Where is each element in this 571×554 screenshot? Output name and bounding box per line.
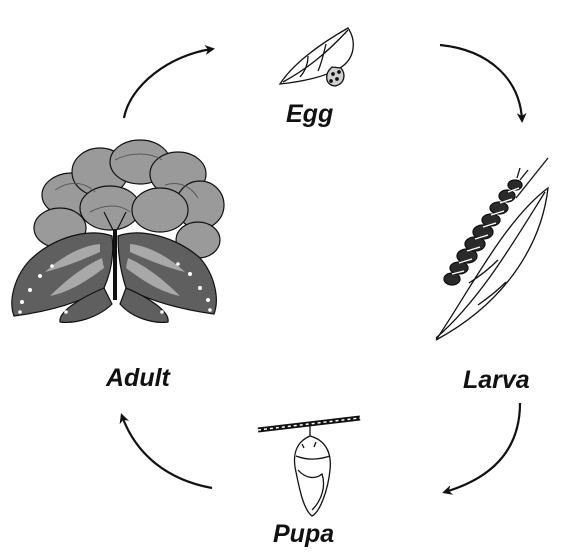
stage-label-pupa: Pupa	[273, 522, 334, 547]
caterpillar-on-leaf-icon	[436, 158, 548, 340]
arrow-egg-to-larva	[440, 45, 522, 120]
monarch-on-flower-icon	[12, 140, 224, 322]
arrow-pupa-to-adult	[122, 416, 212, 488]
chrysalis-icon	[258, 418, 360, 516]
egg-on-leaf-icon	[280, 28, 353, 86]
stage-label-larva: Larva	[463, 368, 530, 393]
stage-label-adult: Adult	[106, 366, 170, 391]
stage-label-egg: Egg	[286, 102, 333, 127]
arrow-adult-to-egg	[124, 49, 212, 118]
arrow-larva-to-pupa	[445, 403, 520, 492]
